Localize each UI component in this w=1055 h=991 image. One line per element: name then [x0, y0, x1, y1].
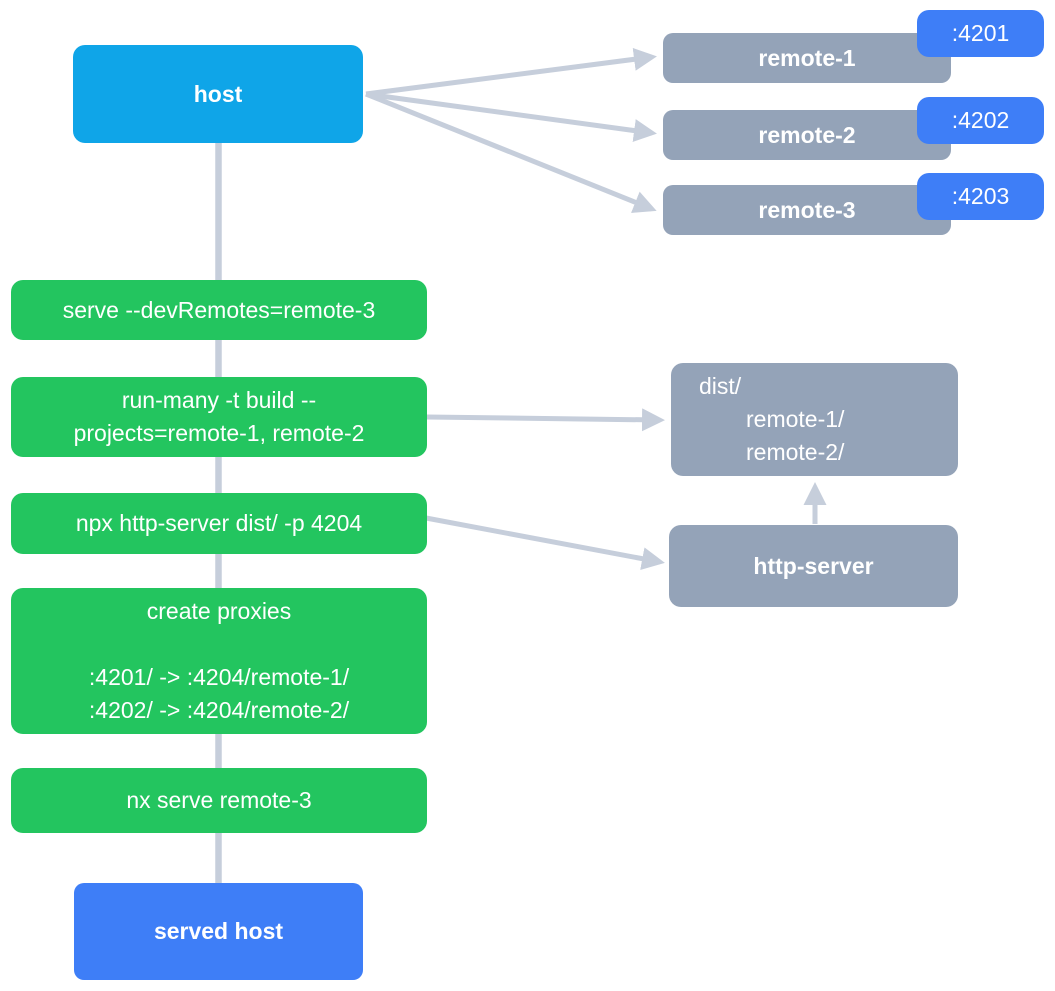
- http-server-label: http-server: [753, 552, 874, 579]
- command-line: nx serve remote-3: [126, 787, 312, 813]
- remote-3-port: :4203: [951, 183, 1010, 209]
- command-line: npx http-server dist/ -p 4204: [75, 510, 363, 536]
- dist-line: dist/: [699, 373, 742, 399]
- arrow-runmany-dist: [426, 408, 665, 432]
- command-line: projects=remote-1, remote-2: [73, 420, 365, 446]
- remote-2-port: :4202: [951, 107, 1010, 133]
- remote-3-node: remote-3: [663, 185, 951, 235]
- command-serve-devremotes: serve --devRemotes=remote-3: [11, 280, 427, 340]
- dist-line: remote-1/: [746, 406, 845, 432]
- remote-3-label: remote-3: [758, 196, 856, 223]
- arrow-host-remote-1: [365, 47, 657, 97]
- command-line: run-many -t build --: [121, 387, 317, 413]
- served-host-label: served host: [153, 918, 284, 944]
- remote-2-port-badge: :4202: [917, 97, 1044, 144]
- command-line: :4202/ -> :4204/remote-2/: [88, 697, 350, 723]
- command-line: create proxies: [146, 598, 292, 624]
- remote-1-node: remote-1: [663, 33, 951, 83]
- command-line: :4201/ -> :4204/remote-1/: [88, 664, 350, 690]
- remote-1-port-badge: :4201: [917, 10, 1044, 57]
- command-run-many-build: run-many -t build -- projects=remote-1, …: [11, 377, 427, 457]
- command-create-proxies: create proxies :4201/ -> :4204/remote-1/…: [11, 588, 427, 734]
- dist-folder-node: dist/ remote-1/ remote-2/: [671, 363, 958, 476]
- served-host-node: served host: [74, 883, 363, 980]
- remote-1-label: remote-1: [758, 44, 856, 71]
- http-server-node: http-server: [669, 525, 958, 607]
- command-npx-http-server: npx http-server dist/ -p 4204: [11, 493, 427, 554]
- remote-3-port-badge: :4203: [917, 173, 1044, 220]
- remote-2-label: remote-2: [758, 121, 856, 148]
- command-nx-serve-remote-3: nx serve remote-3: [11, 768, 427, 833]
- command-line: serve --devRemotes=remote-3: [62, 296, 376, 323]
- arrow-host-remote-2: [365, 91, 657, 142]
- dist-line: remote-2/: [746, 439, 845, 465]
- remote-1-port: :4201: [951, 20, 1010, 46]
- host-node: host: [73, 45, 363, 143]
- arrow-npx-httpserver: [425, 515, 665, 570]
- arrow-host-remote-3: [365, 91, 657, 213]
- remote-2-node: remote-2: [663, 110, 951, 160]
- host-label: host: [193, 80, 243, 107]
